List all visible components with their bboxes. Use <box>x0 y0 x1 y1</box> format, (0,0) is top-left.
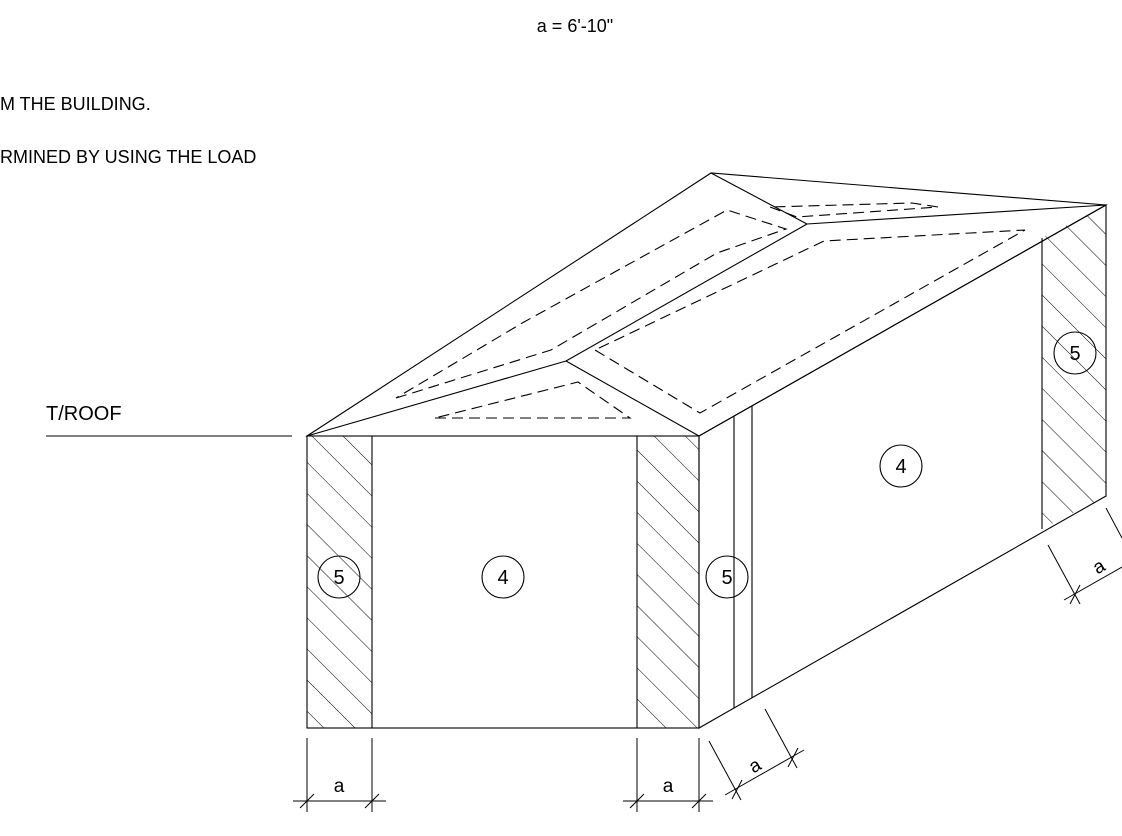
zone-number-side-far: 5 <box>1069 343 1080 365</box>
hatch-zone-front-left <box>307 436 372 728</box>
zone-circle-corner <box>705 555 749 599</box>
hatch-zone-side-far <box>1042 205 1106 529</box>
roof-hip-front <box>565 360 700 437</box>
zone-circle-front-left <box>317 555 361 599</box>
zone-number-corner: 5 <box>721 567 732 589</box>
note-line-1: M THE BUILDING. <box>0 94 151 114</box>
roof-hip-left <box>306 360 567 437</box>
zone-circle-side-far <box>1053 331 1097 375</box>
roof-zone-front-triangle <box>434 381 632 419</box>
roof-zone-left-slope <box>395 209 788 399</box>
dimension-side-corner <box>708 708 805 801</box>
zone-number-front-left: 5 <box>333 567 344 589</box>
roof-hip-back <box>710 172 808 225</box>
zone-circle-side-center <box>879 444 923 488</box>
roof-zone-back-strip <box>769 202 939 218</box>
dimension-label-side-corner: a <box>745 754 765 778</box>
note-line-2: RMINED BY USING THE LOAD <box>0 147 256 167</box>
roof-hip-right <box>806 204 1107 225</box>
zone-number-side-center: 4 <box>895 456 906 478</box>
dimension-front-right <box>623 738 713 812</box>
zone-number-front-center: 4 <box>497 567 508 589</box>
roof-level-label: T/ROOF <box>46 403 122 425</box>
dimension-side-far <box>1047 507 1122 605</box>
hatch-zone-front-right <box>637 436 699 728</box>
zone-circle-front-center <box>481 555 525 599</box>
roof-ridge <box>565 223 808 362</box>
dimension-front-left <box>293 738 386 812</box>
dimension-label-front-right: a <box>663 776 674 797</box>
dimension-label-front-left: a <box>334 776 345 797</box>
roof-zone-right-slope <box>593 229 1026 414</box>
dimension-definition: a = 6'-10" <box>537 16 613 36</box>
